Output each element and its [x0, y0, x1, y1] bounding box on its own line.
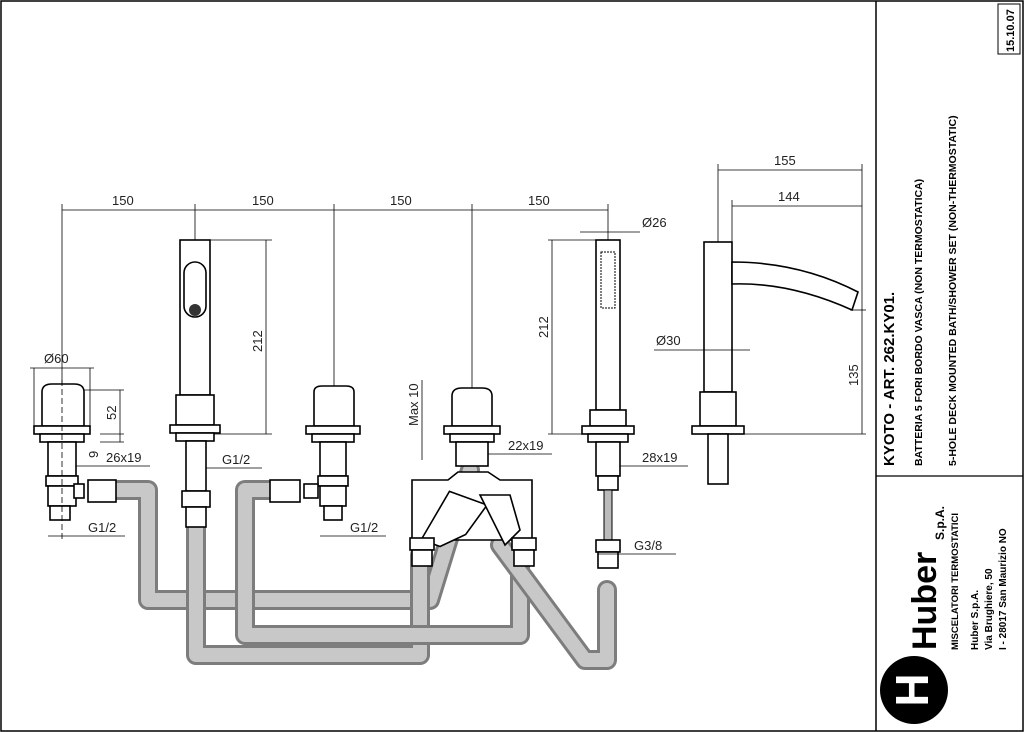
dim-dia-30: Ø30 — [656, 333, 681, 348]
dim-thread-22x19: 22x19 — [508, 438, 543, 453]
left-valve-handle — [33, 380, 124, 540]
dim-thread-26x19: 26x19 — [106, 450, 141, 465]
middle-valve-handle — [269, 385, 361, 521]
company-street: Via Brughiere, 50 — [984, 568, 995, 650]
dim-spacing-2: 150 — [252, 193, 274, 208]
dim-height-135: 135 — [846, 364, 861, 386]
dim-spacing-4: 150 — [528, 193, 550, 208]
dim-spacing-1: 150 — [112, 193, 134, 208]
dim-dia-60: Ø60 — [44, 351, 69, 366]
dimension-labels: 150 150 150 150 Ø60 Ø26 Ø30 52 9 212 212… — [44, 153, 861, 553]
product-title: KYOTO - ART. 262.KY01. — [881, 292, 898, 466]
dim-height-212-shower: 212 — [536, 316, 551, 338]
dim-max-10: Max 10 — [406, 383, 421, 426]
brand-name: Huber — [906, 552, 944, 650]
date-box — [997, 3, 1021, 55]
drawing-date: 15.10.07 — [1005, 9, 1017, 52]
brand-suffix: S.p.A. — [933, 506, 947, 540]
dim-dia-26: Ø26 — [642, 215, 667, 230]
dim-thread-28x19: 28x19 — [642, 450, 677, 465]
dim-width-144: 144 — [778, 189, 800, 204]
logo-letter: H — [886, 673, 938, 706]
dim-height-212-spout: 212 — [250, 330, 265, 352]
dim-width-155: 155 — [774, 153, 796, 168]
description-italian: BATTERIA 5 FORI BORDO VASCA (NON TERMOST… — [913, 179, 925, 466]
title-block: 15.10.07 KYOTO - ART. 262.KY01. BATTERIA… — [880, 3, 1021, 724]
dim-height-52: 52 — [104, 406, 119, 420]
flexible-hoses — [108, 460, 617, 670]
dim-g12-middle: G1/2 — [350, 520, 378, 535]
dim-spacing-3: 150 — [390, 193, 412, 208]
hand-shower — [581, 239, 635, 569]
huber-logo: H — [880, 656, 948, 724]
dim-g38: G3/8 — [634, 538, 662, 553]
spout-side-view — [691, 241, 859, 485]
spout-column — [169, 239, 221, 528]
description-english: 5-HOLE DECK MOUNTED BATH/SHOWER SET (NON… — [947, 115, 959, 466]
diverter-valve — [409, 387, 537, 567]
company-city: I - 28017 San Maurizio NO — [998, 528, 1009, 650]
dim-g12-left: G1/2 — [88, 520, 116, 535]
dim-g12-spout: G1/2 — [222, 452, 250, 467]
dimension-lines — [30, 164, 866, 555]
dim-height-9: 9 — [86, 451, 101, 458]
brand-tagline: MISCELATORI TERMOSTATICI — [950, 513, 961, 650]
company-name: Huber S.p.A. — [970, 590, 981, 650]
